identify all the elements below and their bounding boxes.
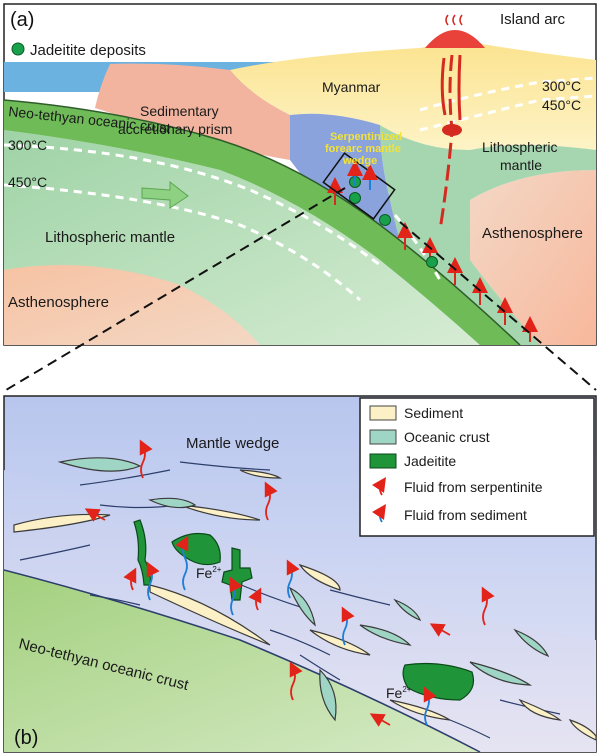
- deposit-legend-label: Jadeitite deposits: [30, 42, 146, 59]
- temp-300-right: 300°C: [542, 78, 581, 94]
- litho-right-line1: Lithospheric: [482, 139, 558, 155]
- accretionary-prism: [95, 63, 290, 160]
- panel-a: (a) Jadeitite deposits Island arc Myanma…: [3, 3, 597, 346]
- myanmar-plate: [230, 40, 596, 150]
- deposit-legend-dot: [11, 42, 25, 56]
- legend-sediment-fluid-arrow: [372, 504, 386, 523]
- legend-b: Sediment Oceanic crust Jadeitite Fluid f…: [359, 397, 595, 537]
- fe-ion-2: Fe2+: [386, 685, 412, 701]
- myanmar-label: Myanmar: [322, 79, 381, 95]
- prism-label-line2: accretionary prism: [118, 121, 232, 137]
- asthenosphere-right: [470, 170, 596, 345]
- astheno-right-label: Asthenosphere: [482, 225, 583, 242]
- fe-ion-1: Fe2+: [196, 565, 222, 581]
- wedge-label-line3: wedge: [342, 155, 377, 167]
- litho-left-label: Lithospheric mantle: [45, 229, 175, 246]
- legend-jadeitite-label: Jadeitite: [404, 453, 456, 469]
- isotherm-450-left: [4, 183, 362, 302]
- legend-serpentinite-arrow: [372, 477, 386, 496]
- litho-right-line2: mantle: [500, 157, 542, 173]
- temp-300-left: 300°C: [8, 137, 47, 153]
- legend-crust-swatch: [369, 429, 397, 445]
- temp-450-left: 450°C: [8, 174, 47, 190]
- zoom-line-right: [399, 221, 597, 391]
- asthenosphere-left: [4, 265, 260, 345]
- legend-serpentinite-label: Fluid from serpentinite: [404, 479, 543, 495]
- crust-base: [4, 570, 480, 752]
- isotherm-300-right: [419, 76, 596, 112]
- crust-lenses: [57, 457, 550, 722]
- legend-sediment-swatch: [369, 405, 397, 421]
- legend-jadeitite-swatch: [369, 453, 397, 469]
- subduction-arrow: [141, 180, 189, 209]
- astheno-left-label: Asthenosphere: [8, 294, 109, 311]
- legend-sediment-fluid-label: Fluid from sediment: [404, 507, 527, 523]
- sediment-fluids: [146, 535, 437, 726]
- legend-sediment-label: Sediment: [404, 405, 463, 421]
- isotherm-300-left: [4, 143, 381, 267]
- volcano: [425, 30, 485, 48]
- isotherm-450-right: [419, 94, 596, 132]
- legend-crust-label: Oceanic crust: [404, 429, 490, 445]
- serpentinite-fluids: [84, 439, 495, 727]
- wedge-label-line1: Serpentinized: [330, 131, 402, 143]
- panel-b: (b) Mantle wedge Neo-tethyan oceanic cru…: [3, 395, 597, 753]
- panel-a-label: (a): [10, 9, 34, 31]
- prism-label-line1: Sedimentary: [140, 103, 219, 119]
- mantle-wedge-label: Mantle wedge: [186, 435, 279, 452]
- zoom-line-left: [5, 187, 346, 391]
- wedge-label-line2: forearc mantle: [325, 143, 401, 155]
- island-arc-label: Island arc: [500, 11, 566, 28]
- oceanic-crust-slab: [4, 100, 520, 345]
- panel-b-label: (b): [14, 727, 38, 749]
- temp-450-right: 450°C: [542, 97, 581, 113]
